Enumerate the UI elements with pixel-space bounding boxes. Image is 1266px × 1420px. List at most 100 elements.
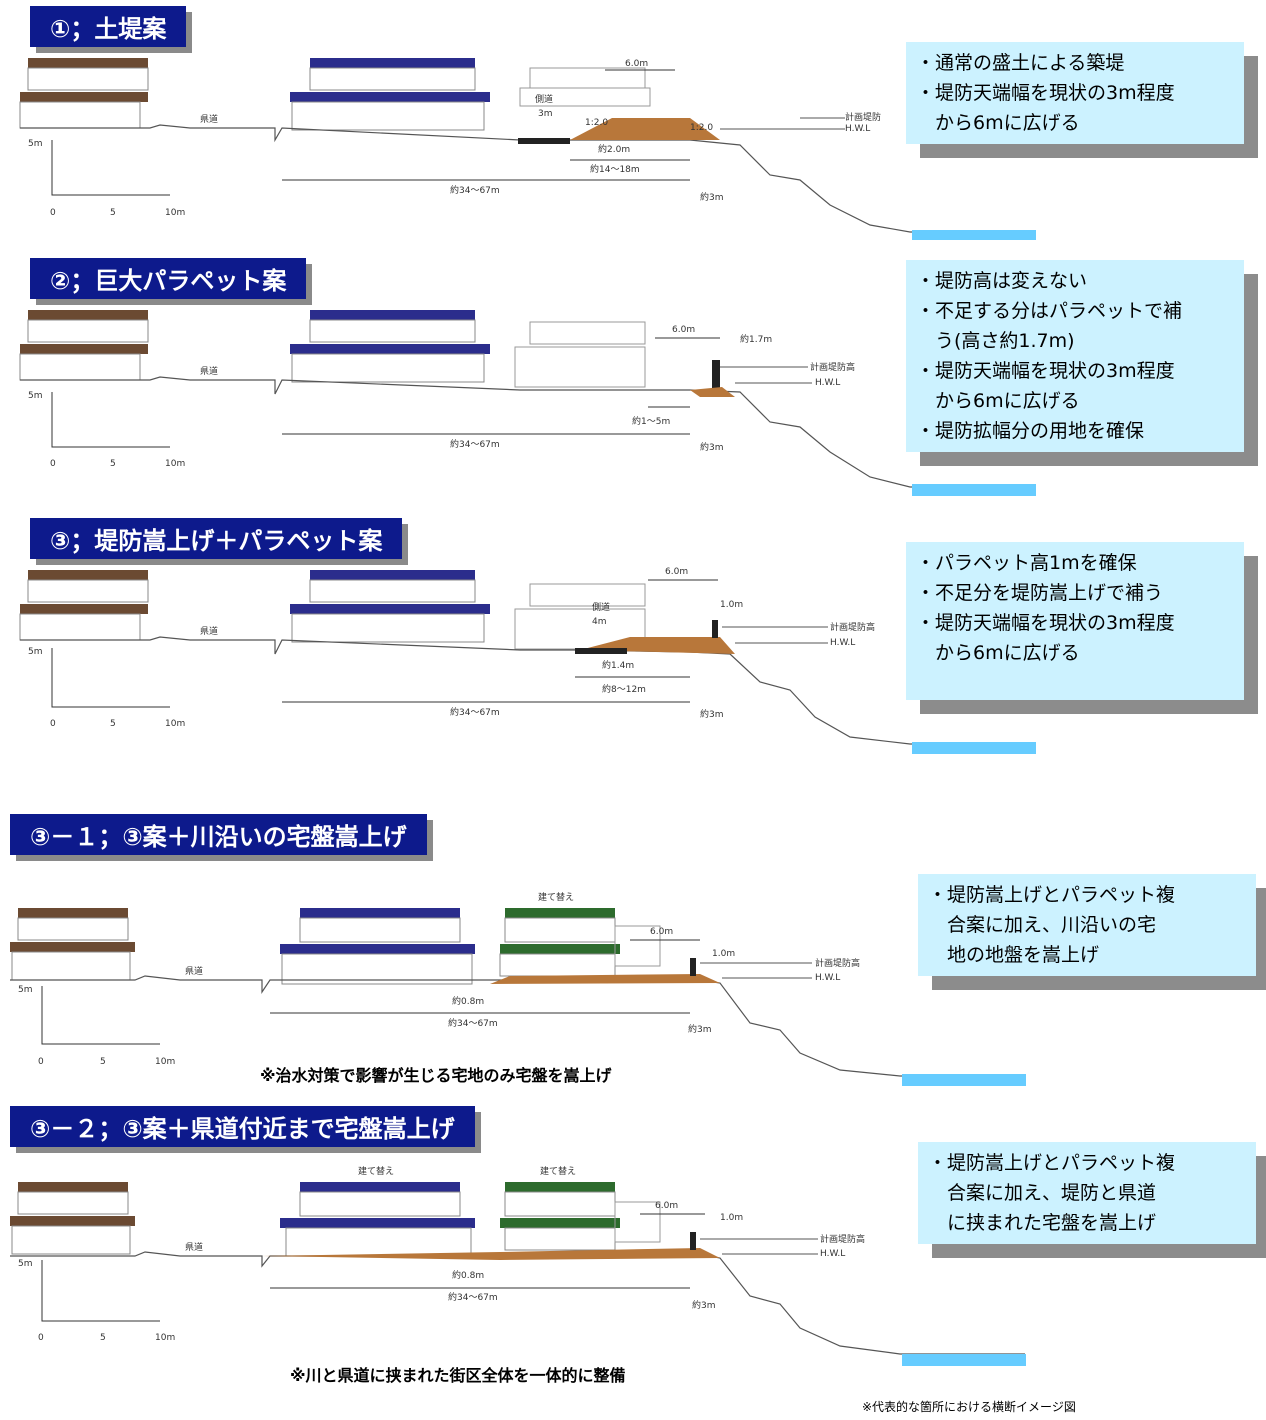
span-label: 約14～18m	[590, 163, 640, 175]
note-line: ・パラペット高1mを確保	[916, 552, 1137, 574]
hwl-label: H.W.L	[815, 378, 840, 388]
gap-label: 約3m	[700, 191, 724, 203]
scale-10: 10m	[155, 1333, 175, 1343]
plan-levee-label: 計画堤防	[845, 111, 881, 123]
span-label: 約8～12m	[602, 683, 646, 695]
scale-bar	[51, 648, 170, 708]
hwl-label: H.W.L	[820, 1249, 845, 1259]
total-width-label: 約34～67m	[450, 438, 500, 450]
note-line: から6mに広げる	[916, 642, 1080, 664]
raised-lot-fill	[262, 1248, 720, 1260]
hwl-label: H.W.L	[815, 973, 840, 983]
note-box: ・堤防嵩上げとパラペット複 合案に加え、堤防と県道 に挟まれた宅盤を嵩上げ	[918, 1142, 1256, 1244]
scale-bar	[51, 140, 170, 196]
panel-3: ③；堤防嵩上げ＋パラペット案 県道 側道 4m 6.0m 1.0m 約1.4m …	[0, 512, 1266, 762]
cross-section-diagram: 県道 側道 3m 6.0m 1:2.0 1:2.0 約2.0m 約14～18m …	[19, 58, 1036, 240]
note-line: ・不足分を堤防嵩上げで補う	[916, 582, 1164, 604]
ground-line	[20, 376, 1035, 488]
panel-5: ③－２；③案＋県道付近まで宅盤嵩上げ 建て替え 建て替え 県道 6.0m 1.0…	[0, 1106, 1266, 1396]
note-line: ・不足する分はパラペットで補	[916, 300, 1183, 322]
embankment-fill	[570, 118, 720, 140]
house-center	[290, 58, 490, 131]
scale-5: 5	[110, 208, 116, 218]
rebuild-label: 建て替え	[358, 1165, 394, 1177]
plan-levee-label: 計画堤防高	[810, 361, 855, 373]
panel-4: ③－１；③案＋川沿いの宅盤嵩上げ 建て替え 県道 6.0m 1.0m 約0.8m…	[0, 808, 1266, 1093]
house-left	[10, 1182, 135, 1255]
road-label: 県道	[200, 113, 218, 125]
parapet-height-label: 1.0m	[720, 1213, 743, 1223]
note-line: ・堤防嵩上げとパラペット複	[928, 884, 1176, 906]
crest-width-label: 6.0m	[672, 325, 695, 335]
note-line: 合案に加え、川沿いの宅	[928, 914, 1157, 936]
note-box: ・堤防高は変えない ・不足する分はパラペットで補 う(高さ約1.7m) ・堤防天…	[906, 260, 1244, 452]
scale-5: 5	[100, 1057, 106, 1067]
scale-5: 5	[110, 719, 116, 729]
parapet-height-label: 1.0m	[712, 949, 735, 959]
note-line: う(高さ約1.7m)	[916, 330, 1075, 352]
road-label: 県道	[185, 965, 203, 977]
panel-title: ①；土堤案	[30, 6, 187, 47]
raise-label: 約0.8m	[452, 995, 484, 1007]
note-line: ・堤防高は変えない	[916, 270, 1088, 292]
note-box: ・堤防嵩上げとパラペット複 合案に加え、川沿いの宅 地の地盤を嵩上げ	[918, 874, 1256, 976]
panel-title: ③－１；③案＋川沿いの宅盤嵩上げ	[10, 814, 427, 855]
house-rebuilt	[499, 908, 661, 977]
scale-vertical-label: 5m	[18, 985, 33, 995]
crest-width-label: 6.0m	[655, 1201, 678, 1211]
house-center	[290, 310, 490, 383]
house-center	[280, 908, 475, 985]
scale-vertical-label: 5m	[28, 391, 43, 401]
note-line: ・堤防嵩上げとパラペット複	[928, 1152, 1176, 1174]
road-label: 県道	[200, 365, 218, 377]
note-box: ・パラペット高1mを確保 ・不足分を堤防嵩上げで補う ・堤防天端幅を現状の3m程…	[906, 542, 1244, 700]
house-left	[19, 310, 149, 381]
scale-0: 0	[50, 459, 56, 469]
cross-section-diagram: 建て替え 県道 6.0m 1.0m 約0.8m 約34～67m 約3m 計画堤防…	[10, 891, 1026, 1086]
panel-title: ③；堤防嵩上げ＋パラペット案	[30, 518, 403, 559]
scale-0: 0	[50, 719, 56, 729]
sidewalk-label: 側道	[592, 601, 610, 613]
road-label: 県道	[200, 625, 218, 637]
panel-title: ③－２；③案＋県道付近まで宅盤嵩上げ	[10, 1106, 475, 1147]
scale-0: 0	[38, 1333, 44, 1343]
house-outline	[514, 321, 646, 388]
house-center	[290, 570, 490, 643]
panel-1: ①；土堤案 県道 側道 3m 6.0m 1:2.0 1:2.0 約2.0m 約1…	[0, 0, 1266, 240]
plan-levee-label: 計画堤防高	[820, 1233, 865, 1245]
water	[912, 742, 1036, 754]
scale-bar	[41, 986, 160, 1045]
note-line: に挟まれた宅盤を嵩上げ	[928, 1212, 1157, 1234]
note-box: ・通常の盛土による築堤 ・堤防天端幅を現状の3m程度 から6mに広げる	[906, 42, 1244, 144]
scale-vertical-label: 5m	[28, 647, 43, 657]
insight-note: ※川と県道に挟まれた街区全体を一体的に整備	[290, 1366, 626, 1385]
plan-levee-label: 計画堤防高	[815, 957, 860, 969]
note-line: ・堤防天端幅を現状の3m程度	[916, 612, 1175, 634]
note-line: 地の地盤を嵩上げ	[928, 944, 1100, 966]
span-label: 約1～5m	[632, 415, 670, 427]
slope-right-label: 1:2.0	[690, 123, 713, 133]
note-line: ・堤防拡幅分の用地を確保	[916, 420, 1145, 442]
total-width-label: 約34～67m	[450, 706, 500, 718]
scale-bar	[51, 392, 170, 448]
scale-0: 0	[38, 1057, 44, 1067]
total-width-label: 約34～67m	[448, 1017, 498, 1029]
gap-label: 約3m	[700, 708, 724, 720]
parapet	[712, 360, 720, 390]
gap-label: 約3m	[688, 1023, 712, 1035]
scale-5: 5	[100, 1333, 106, 1343]
total-width-label: 約34～67m	[450, 184, 500, 196]
water	[912, 230, 1036, 240]
note-line: から6mに広げる	[916, 390, 1080, 412]
house-left	[19, 58, 149, 129]
toe-label: 約2.0m	[598, 143, 630, 155]
crest-width-label: 6.0m	[650, 927, 673, 937]
sidewalk-label: 側道	[535, 93, 553, 105]
crest-width-label: 6.0m	[625, 59, 648, 69]
note-line: ・堤防天端幅を現状の3m程度	[916, 82, 1175, 104]
raise-label: 約0.8m	[452, 1269, 484, 1281]
house-center	[280, 1182, 475, 1257]
cross-section-diagram: 建て替え 建て替え 県道 6.0m 1.0m 約0.8m 約34～67m 約3m…	[10, 1165, 1026, 1366]
sidewalk-width-label: 4m	[592, 617, 607, 627]
parapet	[712, 620, 718, 638]
